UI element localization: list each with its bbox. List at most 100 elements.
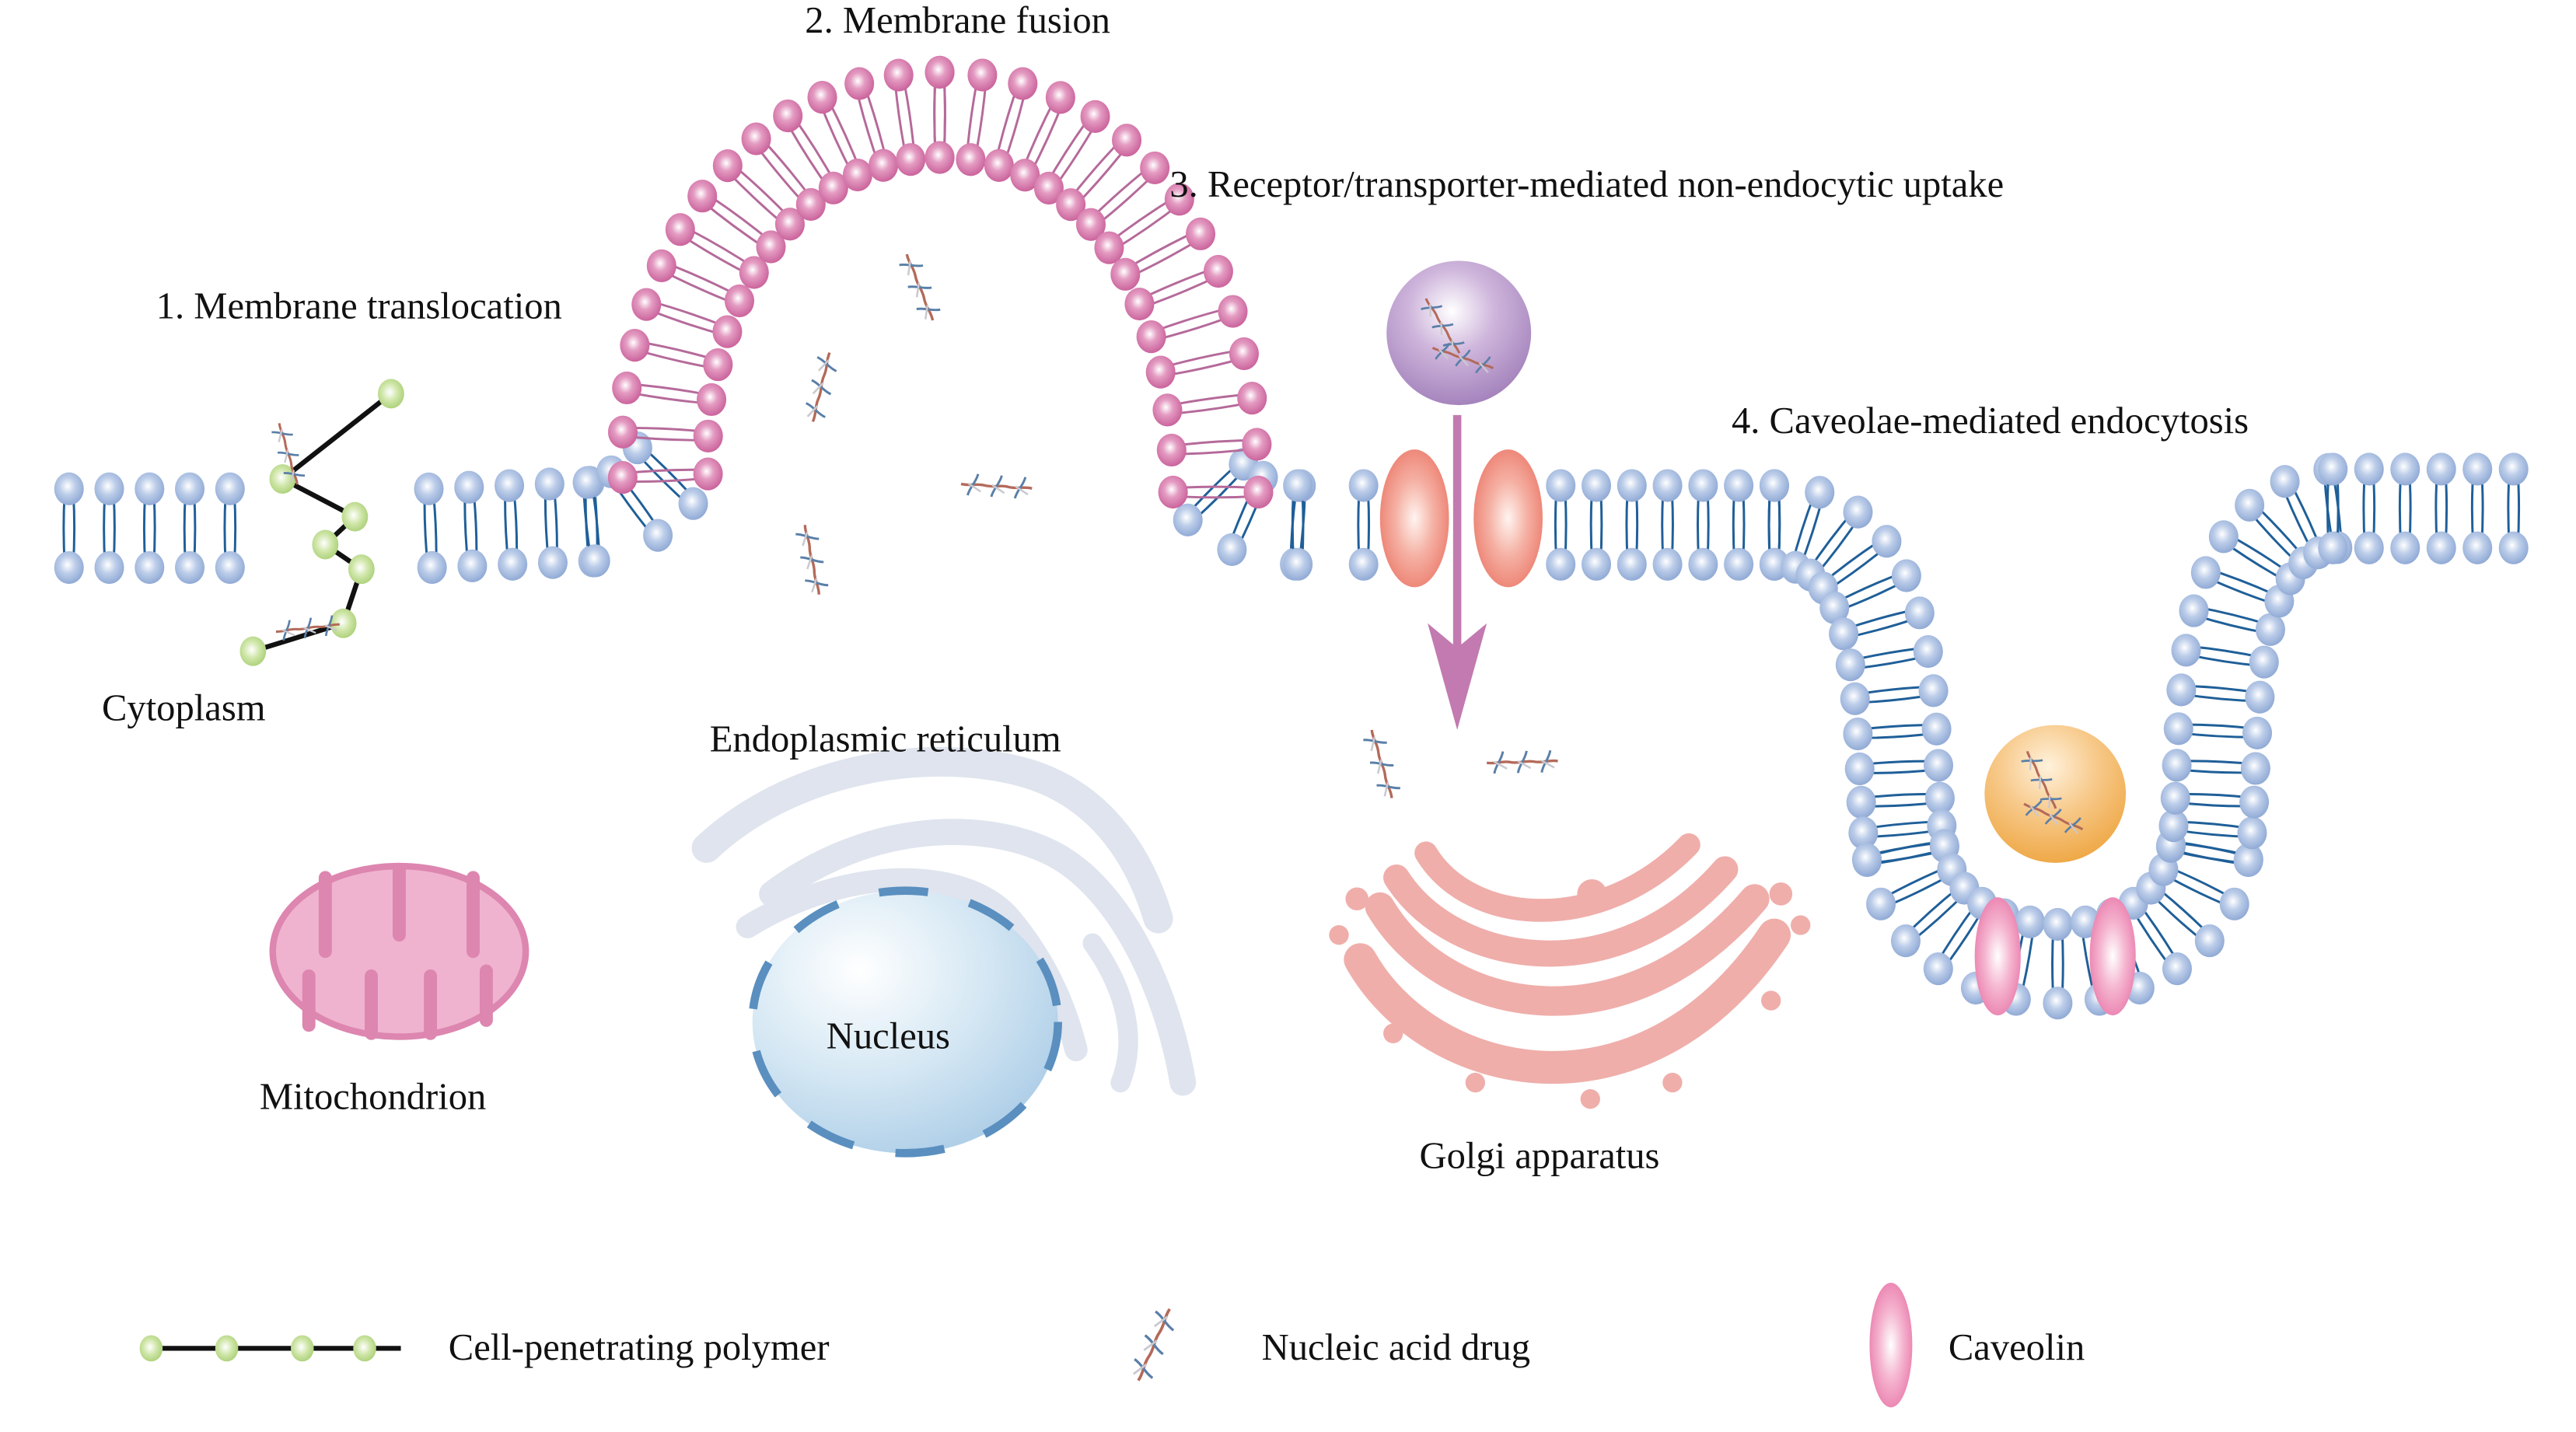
- lipid-head: [1243, 475, 1274, 509]
- lipid-head: [2235, 488, 2265, 522]
- lipid-head: [1652, 469, 1683, 502]
- legend-label: Nucleic acid drug: [1262, 1326, 1530, 1368]
- lipid-head: [1891, 559, 1921, 592]
- lipid-head: [2162, 952, 2192, 986]
- lipid-head: [1546, 547, 1576, 581]
- lipid-head: [896, 143, 926, 176]
- lipid-head: [1218, 295, 1248, 328]
- lipid-head: [924, 55, 955, 89]
- label-golgi-apparatus: Golgi apparatus: [1420, 1134, 1660, 1176]
- lipid-head: [774, 208, 805, 241]
- golgi-apparatus: [1329, 833, 1811, 1109]
- lipid-head: [1164, 183, 1194, 216]
- lipid-head: [1110, 257, 1141, 291]
- lipid-head: [1846, 785, 1876, 819]
- lipid-head: [94, 472, 124, 505]
- legend: Cell-penetrating polymer Nucleic acid dr…: [139, 1282, 2085, 1408]
- lipid-head: [2158, 809, 2189, 843]
- lipid-head: [1283, 547, 1313, 581]
- lipid-head: [1904, 596, 1935, 630]
- lipid-head: [1075, 208, 1106, 241]
- lipid-head: [2166, 673, 2197, 707]
- lipid-head: [646, 249, 676, 282]
- lipid-head: [1872, 525, 1902, 558]
- lipid-head: [1866, 887, 1896, 920]
- polymer-bead: [377, 379, 404, 409]
- nucleic-acid-drug-icon: [773, 523, 848, 599]
- lipid-head: [1835, 648, 1865, 682]
- lipid-head: [572, 466, 603, 499]
- lipid-head: [1829, 617, 1859, 651]
- lipid-head: [1617, 469, 1647, 502]
- caveolin-icon: [1869, 1282, 1913, 1408]
- nucleic-acid-drug-icon: [788, 351, 851, 424]
- lipid-head: [2498, 531, 2529, 564]
- nucleic-acid-drug-icon: [274, 596, 343, 662]
- label-caveolae-endocytosis: 4. Caveolae-mediated endocytosis: [1732, 400, 2249, 442]
- lipid-head: [2390, 452, 2420, 486]
- lipid-head: [883, 58, 914, 92]
- lipid-head: [842, 158, 872, 192]
- lipid-head: [454, 470, 484, 504]
- polymer-bead: [269, 464, 296, 494]
- lipid-head: [2462, 452, 2493, 486]
- lipid-head: [2318, 531, 2348, 564]
- lipid-head: [2239, 785, 2270, 819]
- lipid-head: [1140, 151, 1170, 185]
- lipid-head: [2237, 816, 2267, 850]
- lipid-head: [2245, 680, 2275, 714]
- lipid-head: [607, 415, 638, 449]
- lipid-head: [2233, 843, 2263, 878]
- uptake-arrow: [1428, 414, 1487, 730]
- mitochondrion: [269, 862, 530, 1040]
- lipid-head: [807, 81, 837, 114]
- lipid-head: [693, 457, 723, 491]
- lipid-head: [1582, 547, 1612, 581]
- fusion-liposome-bilayer: [607, 55, 1274, 509]
- lipid-head: [457, 549, 488, 582]
- lipid-head: [665, 213, 695, 246]
- lipid-heads: [1283, 469, 1379, 581]
- lipid-head: [215, 550, 245, 585]
- lipid-head: [135, 550, 165, 585]
- nucleic-acid-drug-icon: [881, 253, 957, 325]
- polymer-bead: [341, 501, 369, 532]
- cell-penetrating-polymer-icon: [139, 1335, 401, 1362]
- caveolins: [1974, 897, 2136, 1016]
- lipid-head: [697, 382, 727, 417]
- lipid-head: [2354, 452, 2384, 486]
- lipid-head: [1843, 495, 1873, 529]
- lipid-head: [1094, 231, 1124, 264]
- lipid-head: [1152, 393, 1183, 427]
- lipid-head: [2498, 452, 2529, 486]
- lipid-head: [1819, 591, 1850, 624]
- lipid-head: [687, 180, 718, 213]
- lipid-head: [984, 148, 1014, 182]
- lipid-head: [1890, 924, 1921, 958]
- lipid-head: [2208, 520, 2239, 554]
- label-nucleus: Nucleus: [827, 1015, 950, 1057]
- lipid-head: [175, 550, 205, 585]
- lipid-head: [2194, 924, 2225, 958]
- lipid-head: [534, 467, 564, 501]
- nucleic-acid-drug-icon: [1485, 727, 1561, 799]
- lipid-head: [1923, 952, 1953, 986]
- legend-label: Cell-penetrating polymer: [449, 1326, 830, 1368]
- lipid-head: [1688, 547, 1718, 581]
- legend-item-nucleic-acid: Nucleic acid drug: [1122, 1307, 1530, 1383]
- lipid-head: [1045, 81, 1075, 114]
- lipid-head: [215, 472, 245, 505]
- lipid-head: [2171, 634, 2201, 667]
- lipid-head: [844, 67, 875, 100]
- lipid-head: [643, 519, 673, 552]
- label-mitochondrion: Mitochondrion: [260, 1075, 486, 1117]
- lipid-head: [414, 472, 444, 505]
- lipid-head: [1582, 469, 1612, 502]
- orange-nanoparticle: [1984, 725, 2127, 863]
- endoplasmic-reticulum: [691, 746, 1197, 1096]
- lipid-head: [1843, 717, 1873, 751]
- lipid-head: [135, 472, 165, 505]
- lipid-head: [1924, 781, 1955, 815]
- lipid-head: [1546, 469, 1576, 502]
- lipid-heads: [1546, 469, 1789, 581]
